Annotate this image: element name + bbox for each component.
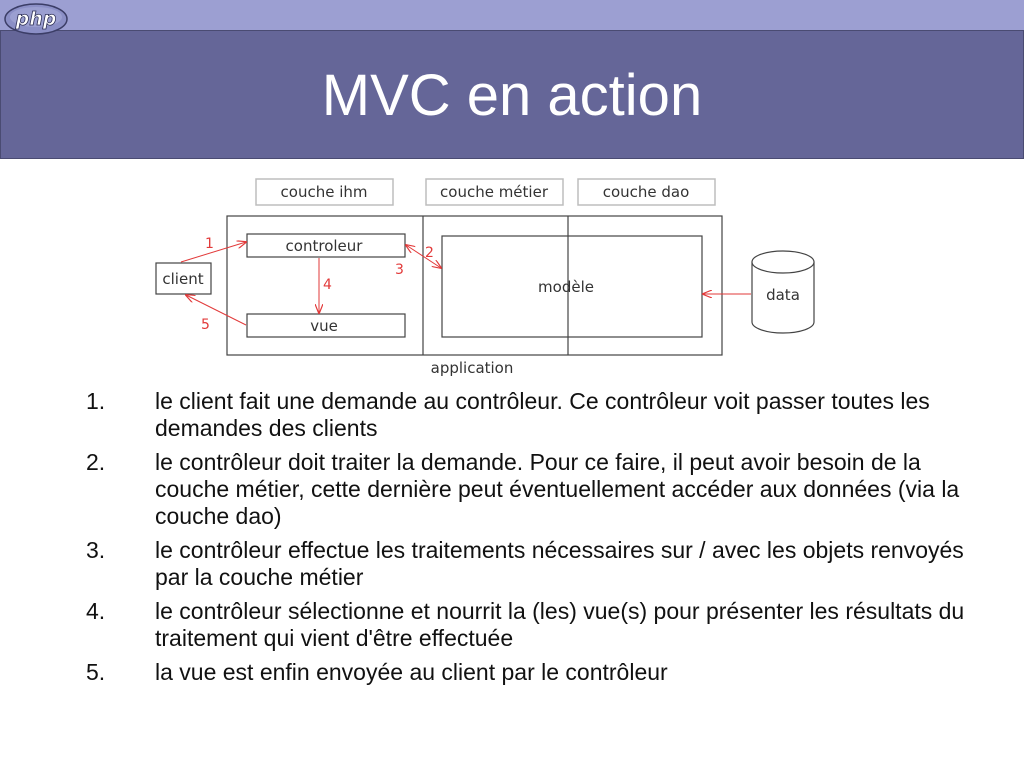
arrow-client-to-controleur bbox=[180, 242, 246, 263]
vue-label: vue bbox=[310, 317, 338, 335]
step-number: 1. bbox=[86, 388, 106, 414]
controleur-node: controleur bbox=[246, 233, 406, 258]
client-node: client bbox=[155, 262, 212, 295]
step-number: 5. bbox=[86, 659, 106, 685]
application-frame bbox=[226, 215, 723, 356]
application-label: application bbox=[431, 359, 514, 377]
list-item: 5. la vue est enfin envoyée au client pa… bbox=[86, 659, 986, 686]
list-item: 1. le client fait une demande au contrôl… bbox=[86, 388, 986, 442]
step-text: la vue est enfin envoyée au client par l… bbox=[155, 659, 668, 685]
step-text: le contrôleur sélectionne et nourrit la … bbox=[155, 598, 965, 651]
page-title: MVC en action bbox=[321, 63, 703, 128]
client-label: client bbox=[162, 270, 203, 288]
php-logo: php bbox=[4, 3, 68, 35]
step-number: 3. bbox=[86, 537, 106, 563]
list-item: 4. le contrôleur sélectionne et nourrit … bbox=[86, 598, 986, 652]
modele-label: modèle bbox=[538, 278, 594, 296]
step-text: le contrôleur doit traiter la demande. P… bbox=[155, 449, 960, 529]
step-label-2: 2 bbox=[425, 245, 434, 261]
data-cylinder: data bbox=[751, 250, 815, 334]
list-item: 3. le contrôleur effectue les traitement… bbox=[86, 537, 986, 591]
step-number: 2. bbox=[86, 449, 106, 475]
layer-metier-label: couche métier bbox=[440, 183, 549, 201]
list-item: 2. le contrôleur doit traiter la demande… bbox=[86, 449, 986, 530]
steps-list: 1. le client fait une demande au contrôl… bbox=[86, 388, 986, 693]
step-text: le client fait une demande au contrôleur… bbox=[155, 388, 930, 441]
step-label-4: 4 bbox=[323, 277, 332, 293]
step-label-5: 5 bbox=[201, 317, 210, 333]
layer-ihm: couche ihm bbox=[255, 178, 394, 206]
step-number: 4. bbox=[86, 598, 106, 624]
arrow-controleur-to-modele bbox=[406, 245, 441, 268]
modele-node: modèle bbox=[441, 235, 703, 338]
vue-node: vue bbox=[246, 313, 406, 338]
arrow-vue-to-client bbox=[186, 295, 247, 326]
layer-dao: couche dao bbox=[577, 178, 716, 206]
layer-metier: couche métier bbox=[425, 178, 564, 206]
title-bar bbox=[0, 30, 1024, 159]
layer-ihm-label: couche ihm bbox=[281, 183, 368, 201]
layer-dao-label: couche dao bbox=[603, 183, 690, 201]
php-logo-text: php bbox=[15, 8, 57, 30]
data-label: data bbox=[766, 286, 800, 304]
controleur-label: controleur bbox=[286, 237, 364, 255]
step-label-3: 3 bbox=[395, 262, 404, 278]
step-text: le contrôleur effectue les traitements n… bbox=[155, 537, 964, 590]
step-label-1: 1 bbox=[205, 236, 214, 252]
